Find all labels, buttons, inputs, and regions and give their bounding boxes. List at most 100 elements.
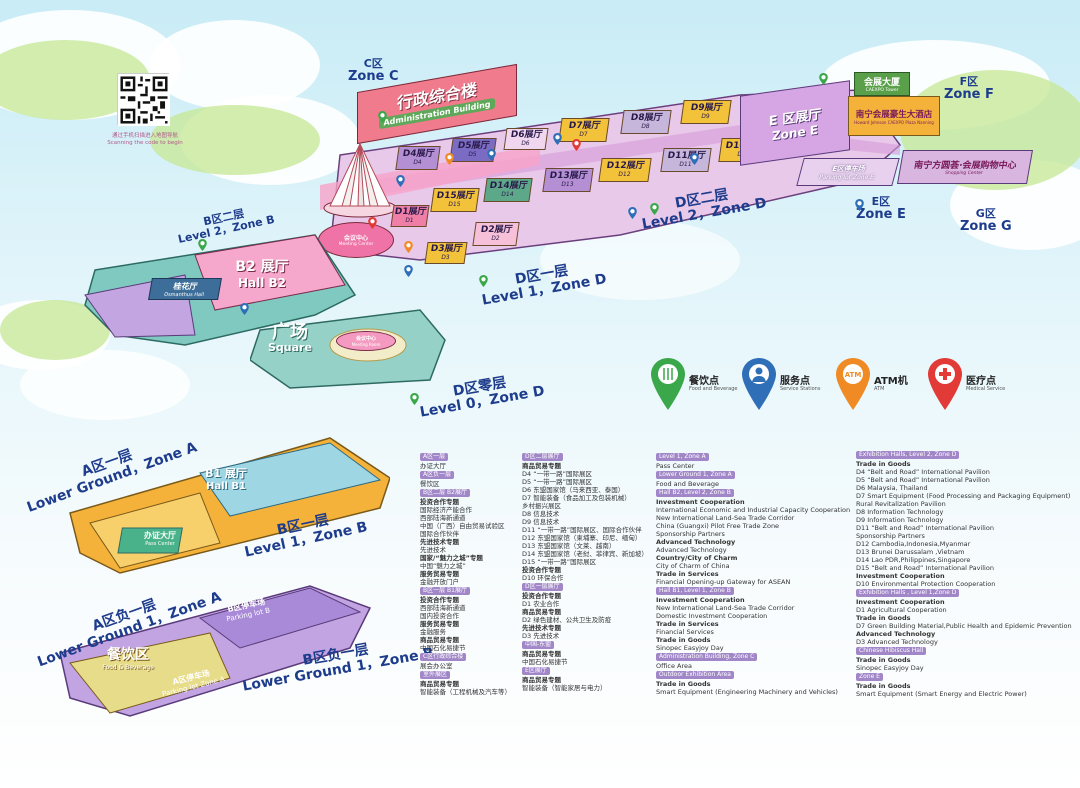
service-pin[interactable] [396, 172, 405, 187]
hall-b1-en: Hall B1 [205, 480, 247, 492]
atm-pin[interactable] [404, 238, 413, 253]
service-pin[interactable] [404, 262, 413, 277]
food-area[interactable]: 餐饮区 Food & Beverage [88, 642, 168, 672]
food-pin[interactable] [479, 272, 488, 287]
directory-entry: 投资合作专题 [522, 592, 561, 600]
atm-pin[interactable] [445, 150, 454, 165]
directory-section-header: Outdoor Exhibition Area [656, 671, 734, 679]
directory-entry: D3 先进技术 [522, 632, 560, 640]
pass-center-zh: 办证大厅 [144, 530, 176, 540]
food-pin[interactable] [198, 236, 207, 251]
hall-b2[interactable]: B2 展厅 Hall B2 [210, 250, 314, 296]
directory-entry: New International Land-Sea Trade Corrido… [656, 514, 795, 522]
service-pin[interactable] [855, 196, 864, 211]
directory-entry: City of Charm of China [656, 562, 730, 570]
parking-e-en: Parking lot Zone E [818, 173, 875, 181]
food-pin[interactable] [650, 200, 659, 215]
meeting-center-d-en: Meeting Center [338, 242, 374, 247]
directory-entry: Advanced Technology [656, 538, 736, 546]
medical-pin[interactable] [368, 214, 377, 229]
directory-entry: Trade in Services [656, 620, 719, 628]
directory-entry: D15 “Belt and Road” International Pavili… [856, 564, 994, 572]
hall-d15-zh: D15展厅 [435, 191, 476, 201]
directory-entry: D1 Agricultural Cooperation [856, 606, 947, 614]
hall-d13-en: D13 [560, 181, 574, 188]
directory-entry: D5 “Belt and Road” International Pavilio… [856, 476, 990, 484]
directory-entry: D8 信息技术 [522, 510, 560, 518]
directory-entry: 先进技术专题 [420, 538, 459, 546]
medical-pin[interactable] [572, 136, 581, 151]
directory-entry: Trade in Goods [656, 680, 711, 688]
person-icon [742, 358, 776, 410]
directory-entry: D15 “一带一路”国际展区 [522, 558, 597, 566]
hall-d9-zh: D9展厅 [689, 103, 724, 113]
directory-entry: Trade in Goods [856, 614, 911, 622]
directory-entry: D2 绿色建材、公共卫生及防疫 [522, 616, 612, 624]
directory-entry: D13 东盟国家馆（文莱、越南） [522, 542, 616, 550]
hall-d3-zh: D3展厅 [429, 244, 464, 254]
directory-section-header: E区展厅 [522, 667, 550, 675]
hall-d2-en: D2 [490, 235, 501, 242]
zone-ab-lg1-deck [59, 585, 372, 717]
directory-entry: 中国石化易捷节 [420, 644, 466, 652]
directory-entry: Trade in Goods [856, 656, 911, 664]
directory-section-header: C区行政综合楼 [420, 653, 467, 661]
hall-d11-zh: D11展厅 [666, 151, 707, 161]
service-pin[interactable] [487, 146, 496, 161]
hall-d6-zh: D6展厅 [509, 130, 544, 140]
directory-entry: Office Area [656, 662, 692, 670]
meeting-center-d[interactable]: 会议中心 Meeting Center [318, 222, 394, 258]
directory-entry: 西部陆海新通道 [420, 514, 466, 522]
directory-entry: 智能装备（工程机械及汽车等） [420, 688, 511, 696]
meeting-room-level0[interactable]: 会议中心 Meeting Room [336, 331, 396, 351]
pass-center[interactable]: 办证大厅 Pass Center [132, 526, 188, 550]
service-pin[interactable] [628, 204, 637, 219]
directory-entry: 商品贸易专题 [420, 636, 459, 644]
directory-entry: Investment Cooperation [656, 596, 745, 604]
caexpo-tower-zh: 会展大厦 [863, 78, 900, 88]
service-pin[interactable] [553, 130, 562, 145]
directory-entry: Advanced Technology [856, 630, 936, 638]
hotel[interactable]: 南宁会展豪生大酒店 Howard Johnson CAEXPO Plaza Na… [848, 96, 940, 136]
directory-entry: D6 东盟国家馆（马来西亚、泰国） [522, 486, 625, 494]
service-pin[interactable] [690, 150, 699, 165]
caexpo-tower[interactable]: 会展大厦 CAEXPO Tower [854, 72, 910, 96]
directory-section-header: Administration Building, Zone C [656, 653, 758, 661]
food-pin[interactable] [410, 390, 419, 405]
food-pin[interactable] [378, 108, 387, 123]
directory-entry: Sponsorship Partners [856, 532, 925, 540]
qr-caption-zh: 通过手机扫描进入地图导航 [111, 133, 178, 139]
shopping-mall[interactable]: 南宁方圆荟·会展购物中心 Shopping Center [897, 150, 1033, 184]
qr-code[interactable] [117, 73, 170, 126]
hall-b1[interactable]: B1 展厅 Hall B1 [190, 462, 262, 494]
hall-d15-en: D15 [447, 201, 461, 208]
hall-d14-en: D14 [500, 191, 514, 198]
directory-entry: D1 农业合作 [522, 600, 560, 608]
parking-zone-e[interactable]: E区停车场 Parking lot Zone E [796, 158, 900, 186]
hall-d12-zh: D12展厅 [605, 161, 646, 171]
caexpo-tower-en: CAEXPO Tower [865, 88, 899, 93]
directory-section-header: D区一层展厅 [522, 583, 563, 591]
service-pin[interactable] [240, 300, 249, 315]
directory-entry: D7 智能装备（食品加工及包装机械） [522, 494, 631, 502]
directory-section-header: Lower Ground 1, Zone A [656, 471, 735, 479]
food-pin[interactable] [819, 70, 828, 85]
directory-entry: 商品贸易专题 [420, 680, 459, 688]
svg-text:ATM: ATM [845, 371, 862, 379]
directory-entry: 金融服务 [420, 628, 446, 636]
